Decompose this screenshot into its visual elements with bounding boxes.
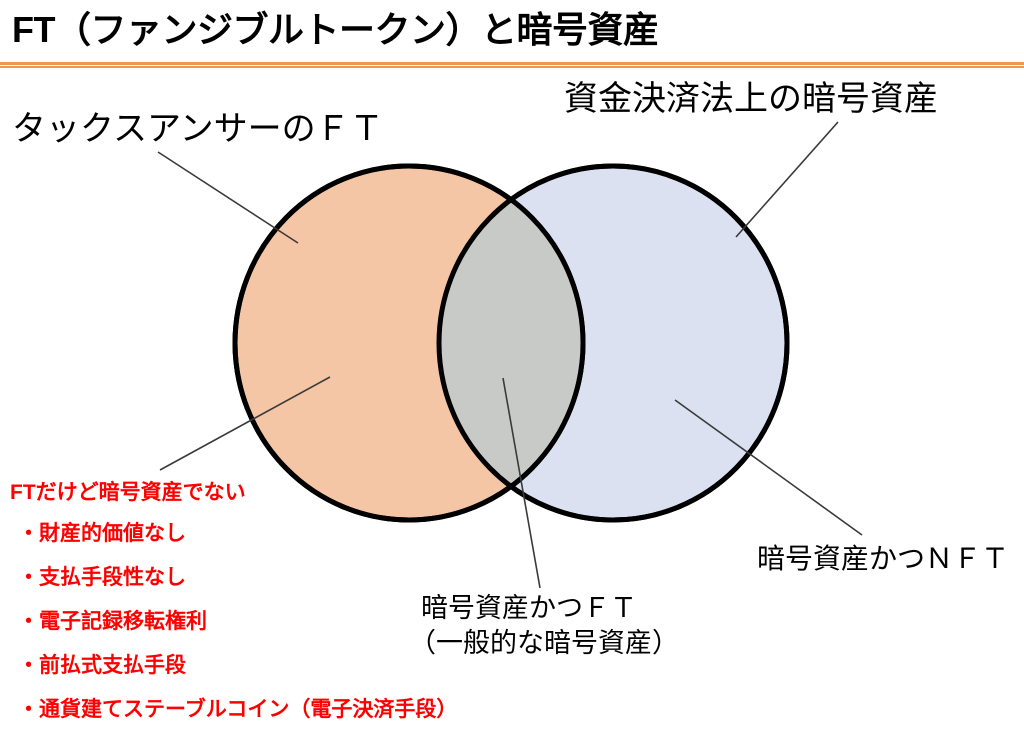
venn-circle-right-outline [436,163,790,523]
label-crypto-and-nft: 暗号資産かつＮＦＴ [757,543,1010,574]
leader-line-right-label [735,121,839,238]
title-rule-thin [0,66,1024,68]
leader-line-right-only [674,399,863,536]
list-item: ・通貨建てステーブルコイン（電子決済手段） [18,698,458,721]
venn-intersection [439,166,583,520]
list-item: ・支払手段性なし [18,566,186,589]
red-list: ・財産的価値なし ・支払手段性なし ・電子記録移転権利 ・前払式支払手段 ・通貨… [10,517,457,723]
leader-line-red-list [159,376,331,471]
label-payment-services-act-crypto: 資金決済法上の暗号資産 [564,80,938,118]
page-title: FT（ファンジブルトークン）と暗号資産 [12,9,659,50]
label-crypto-and-ft-line1: 暗号資産かつＦＴ [421,593,637,623]
list-item: ・前払式支払手段 [18,654,186,677]
leader-line-left-label [157,151,299,244]
label-crypto-and-ft: 暗号資産かつＦＴ （一般的な暗号資産） [409,591,679,660]
label-tax-answer-ft: タックスアンサーのＦＴ [12,110,384,148]
red-list-heading: FTだけど暗号資産でない [10,481,246,504]
title-underline-rule [0,62,1024,68]
title-rule-thick [0,62,1024,65]
venn-circle-left-outline [232,163,586,523]
list-item: ・財産的価値なし [18,522,186,545]
list-item: ・電子記録移転権利 [18,610,207,633]
leader-line-intersection [502,377,541,589]
red-annotation-block: FTだけど暗号資産でない ・財産的価値なし ・支払手段性なし ・電子記録移転権利… [10,476,457,737]
label-crypto-and-ft-line2: （一般的な暗号資産） [409,627,679,658]
